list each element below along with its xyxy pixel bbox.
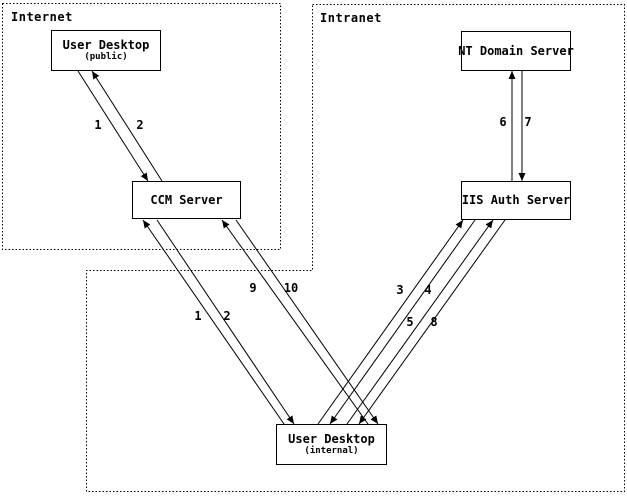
- intranet-region-label: Intranet: [320, 11, 382, 25]
- intranet-region-border: [86, 4, 625, 492]
- node-nt-domain-server: NT Domain Server: [458, 31, 574, 71]
- node-title: IIS Auth Server: [461, 193, 571, 207]
- node-title: CCM Server: [150, 192, 223, 207]
- arrow-10-ccm-to-ud-internal: [235, 219, 379, 425]
- node-title: User Desktop: [288, 431, 375, 446]
- arrow-1-ud-internal-to-ccm: [142, 219, 285, 425]
- edge-label-5-int-to-iis: 5: [406, 315, 414, 329]
- node-title: User Desktop: [62, 37, 150, 52]
- node-user-desktop-public: User Desktop (public): [51, 30, 161, 71]
- edge-label-1-int-to-ccm: 1: [194, 309, 202, 323]
- arrow-4-iis-to-ud-internal: [329, 219, 476, 425]
- arrow-8-iis-to-ud-internal: [358, 219, 506, 425]
- arrow-5-ud-internal-to-iis: [346, 219, 494, 425]
- node-ccm-server: CCM Server: [132, 181, 241, 219]
- node-subtitle: (internal): [304, 445, 359, 456]
- edge-label-1-pub-to-ccm: 1: [94, 118, 102, 132]
- internet-region-label: Internet: [11, 10, 73, 24]
- arrow-2-ccm-to-ud-public: [91, 70, 163, 182]
- edge-label-2-ccm-to-int: 2: [223, 309, 231, 323]
- arrow-1-ud-public-to-ccm: [77, 70, 149, 182]
- edge-label-6-iis-to-nt: 6: [499, 115, 507, 129]
- arrow-3-ud-internal-to-iis: [317, 219, 464, 425]
- edge-label-4-iis-to-int: 4: [424, 283, 432, 297]
- internet-region-border: [2, 3, 281, 250]
- arrow-9-ud-internal-to-ccm: [221, 219, 369, 425]
- node-iis-auth-server: IIS Auth Server: [461, 181, 571, 220]
- node-user-desktop-internal: User Desktop (internal): [276, 424, 387, 465]
- node-subtitle: (public): [84, 51, 128, 62]
- arrow-2-ccm-to-ud-internal: [156, 219, 295, 425]
- edge-label-2-ccm-to-pub: 2: [136, 118, 144, 132]
- edge-label-10-ccm-to-int: 10: [283, 281, 299, 295]
- edge-label-3-int-to-iis: 3: [396, 283, 404, 297]
- edge-label-7-nt-to-iis: 7: [524, 115, 532, 129]
- edge-label-8-iis-to-int: 8: [430, 315, 438, 329]
- node-title: NT Domain Server: [458, 43, 574, 58]
- edge-label-9-int-to-ccm: 9: [249, 281, 257, 295]
